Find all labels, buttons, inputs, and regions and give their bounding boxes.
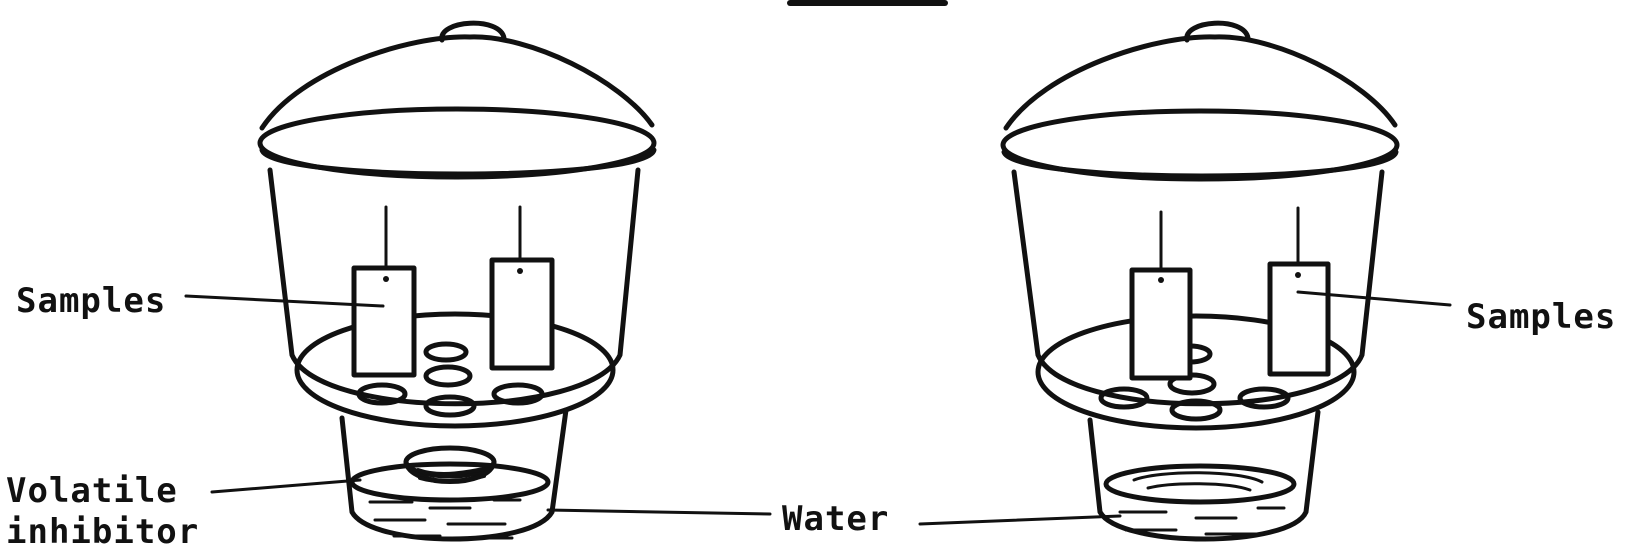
right-lid-rim-lower — [1004, 152, 1396, 176]
left-plate-hole — [426, 344, 466, 360]
left-desiccator — [186, 23, 770, 539]
samples-label-right: Samples — [1466, 300, 1616, 334]
right-sample-card-2 — [1270, 264, 1328, 374]
left-volatile-leader — [212, 480, 360, 492]
right-sample-card-1 — [1132, 270, 1190, 378]
right-water-leader-ext — [920, 516, 1120, 524]
left-sample-card-1 — [354, 268, 414, 375]
left-water-leader — [548, 510, 770, 514]
right-lid-dome — [1006, 37, 1395, 128]
left-lid-dome — [262, 37, 652, 128]
left-sample-card-2 — [492, 260, 552, 368]
right-desiccator — [920, 23, 1450, 539]
water-label: Water — [782, 502, 889, 536]
left-lid-rim-lower — [262, 150, 654, 174]
samples-label-left: Samples — [16, 284, 166, 318]
inhibitor-label: inhibitor — [6, 515, 199, 549]
right-water-lines — [1134, 473, 1262, 490]
volatile-label: Volatile — [6, 474, 178, 508]
left-plate-hole — [426, 367, 470, 385]
